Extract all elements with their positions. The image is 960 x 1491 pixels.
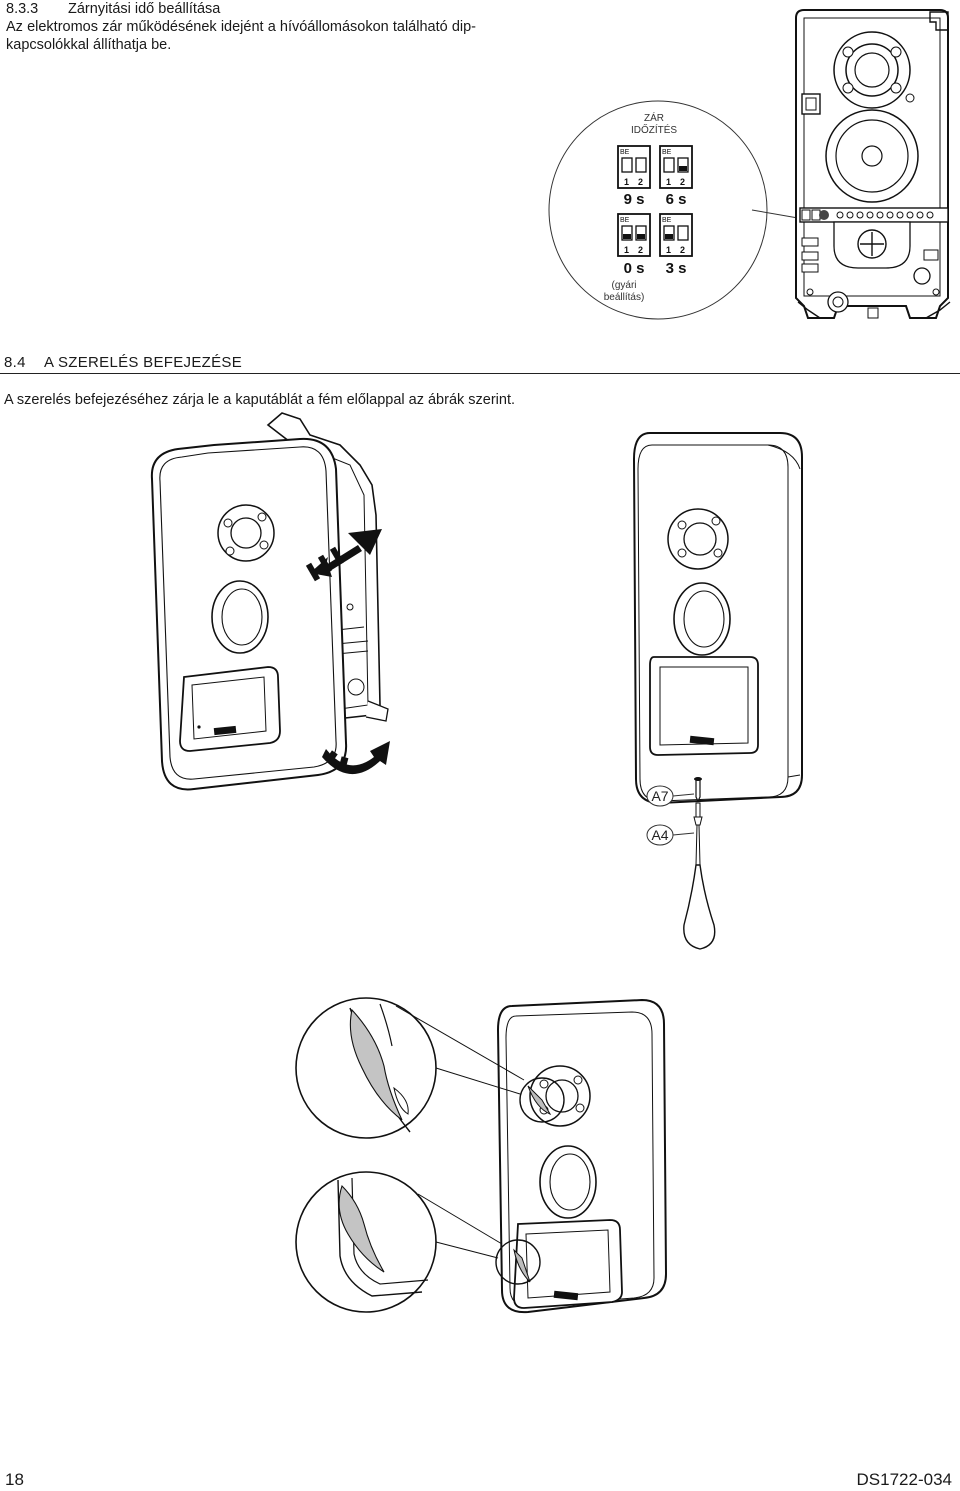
- section-divider: [0, 373, 960, 374]
- step3-film-removal-illustration: [295, 997, 668, 1314]
- dip-factory-2: beállítás): [604, 292, 645, 303]
- svg-text:2: 2: [680, 245, 685, 255]
- svg-text:1: 1: [624, 177, 629, 187]
- dip-title-1: ZÁR: [644, 111, 664, 124]
- dip-switch-0s: BE 1 2: [617, 213, 651, 257]
- section-heading-title: A SZERELÉS BEFEJEZÉSE: [44, 354, 243, 371]
- section-heading: 8.4 A SZERELÉS BEFEJEZÉSE: [4, 354, 242, 372]
- brand-logo-step3: [553, 1290, 579, 1301]
- dip-switch-9s: BE 1 2: [617, 145, 651, 189]
- svg-text:BE: BE: [620, 149, 630, 156]
- callout-a7: A7: [646, 785, 695, 807]
- section-text: A szerelés befejezéséhez zárja le a kapu…: [4, 392, 516, 408]
- svg-text:1: 1: [666, 177, 671, 187]
- svg-text:BE: BE: [662, 217, 672, 224]
- callout-a4: A4: [646, 824, 695, 846]
- section-number: 8.3.3: [6, 1, 39, 17]
- dip-switch-detail: ZÁR IDŐZÍTÉS BE 1 2 9 s BE 1 2 6 s BE 1 …: [548, 100, 768, 320]
- dip-switch-3s: BE 1 2: [659, 213, 693, 257]
- detail-leader-line: [751, 209, 799, 219]
- dip-factory-1: (gyári: [611, 280, 636, 291]
- svg-text:A7: A7: [651, 788, 668, 804]
- brand-logo-step2: [689, 735, 715, 746]
- dip-switch-6s: BE 1 2: [659, 145, 693, 189]
- page-number: 18: [5, 1470, 24, 1489]
- svg-text:1: 1: [624, 245, 629, 255]
- dip-time-9s: 9 s: [624, 191, 645, 208]
- svg-text:2: 2: [638, 177, 643, 187]
- brand-logo-step1: [213, 725, 237, 736]
- section-heading-number: 8.4: [4, 354, 26, 371]
- module-rear-drawing: [795, 9, 951, 319]
- section-intro-text: Az elektromos zár működésének idejént a …: [6, 19, 476, 53]
- dip-time-6s: 6 s: [666, 191, 687, 208]
- svg-text:2: 2: [638, 245, 643, 255]
- svg-text:2: 2: [680, 177, 685, 187]
- dip-time-3s: 3 s: [666, 260, 687, 277]
- step2-plate-closed-illustration: [632, 432, 803, 950]
- svg-text:BE: BE: [662, 149, 672, 156]
- dip-time-0s: 0 s: [624, 260, 645, 277]
- svg-text:1: 1: [666, 245, 671, 255]
- document-code: DS1722-034: [856, 1470, 952, 1489]
- svg-text:BE: BE: [620, 217, 630, 224]
- dip-title-2: IDŐZÍTÉS: [631, 122, 677, 136]
- section-title: Zárnyitási idő beállítása: [68, 1, 221, 17]
- svg-text:A4: A4: [651, 827, 668, 843]
- step1-plate-hooking-illustration: [150, 412, 390, 791]
